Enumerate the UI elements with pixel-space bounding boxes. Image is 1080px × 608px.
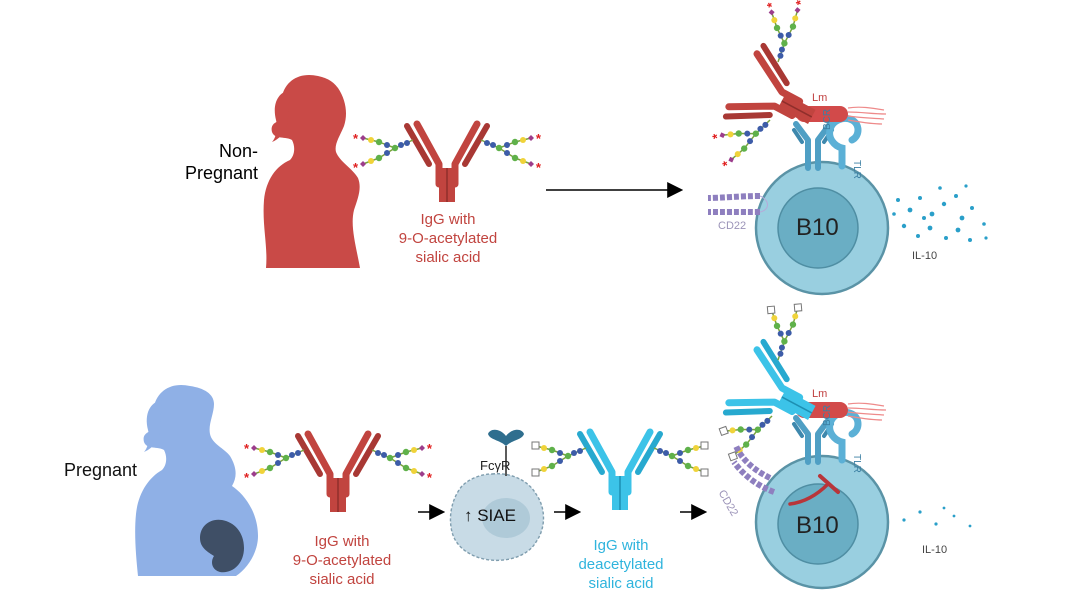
lm-label-bottom: Lm	[812, 388, 828, 400]
inhibition-arrow	[788, 474, 840, 506]
b10-label-top: B10	[796, 214, 839, 241]
macrophage-nucleus	[482, 498, 530, 538]
tlr-receptor-bottom	[826, 408, 862, 464]
glycan-left-deacetylated	[531, 441, 587, 477]
glycan-right-bottom	[371, 440, 433, 486]
tlr-label-top: TLR	[851, 160, 862, 179]
cd22-receptor-top	[707, 193, 768, 215]
igg-label-top-line1: IgG with	[420, 211, 476, 228]
igg-label-top: IgG with 9-O-acetylated sialic acid	[388, 210, 508, 267]
bcr-label-bottom: BCR	[822, 404, 833, 426]
glycan-left-top	[352, 130, 414, 176]
glycan-left-bottom	[243, 440, 305, 486]
fcr-label: FcγR	[480, 458, 511, 473]
igg-deacetylated-label-line3: sialic acid	[588, 575, 654, 592]
igg-deacetylated-label-line1: IgG with	[593, 537, 649, 554]
tlr-label-bottom: TLR	[851, 454, 862, 473]
siae-label: ↑ SIAE	[464, 506, 516, 525]
nonpregnant-silhouette	[263, 74, 360, 268]
igg-acetylated-bottom	[298, 434, 378, 512]
b10-nucleus-top	[777, 187, 859, 269]
il10-cloud-bottom	[902, 506, 972, 528]
pregnant-ponytail	[144, 400, 162, 452]
glycan-right-top	[480, 130, 542, 176]
igg-deacetylated-label: IgG with deacetylated sialic acid	[562, 536, 680, 593]
igg-deacetylated	[580, 432, 660, 510]
bcr-label-top: BCR	[822, 108, 833, 130]
igg-acetylated-top	[407, 124, 487, 202]
igg-deacetylated-label-line2: deacetylated	[578, 556, 664, 573]
il10-cloud-top	[892, 184, 988, 242]
glycan-right-deacetylated	[653, 441, 709, 477]
nonpregnant-label-line2: Pregnant	[184, 163, 258, 183]
fcr-receptor	[488, 429, 524, 476]
glycan-bound-lower-top	[709, 110, 783, 175]
nonpregnant-label: Non- Pregnant	[178, 140, 258, 184]
pregnant-label: Pregnant	[64, 460, 138, 480]
tlr-receptor-top	[826, 114, 862, 170]
cd22-receptor-bottom	[731, 444, 776, 495]
b10-label-bottom: B10	[796, 512, 839, 539]
nonpregnant-label-line1: Non-	[218, 141, 258, 161]
il10-label-bottom: IL-10	[922, 544, 948, 556]
cd22-label-top: CD22	[718, 220, 747, 232]
igg-label-bottom: IgG with 9-O-acetylated sialic acid	[282, 532, 402, 589]
igg-label-bottom-line1: IgG with	[314, 533, 370, 550]
fetus	[200, 519, 244, 573]
lm-label-top: Lm	[812, 92, 828, 104]
igg-label-bottom-line2: 9-O-acetylated	[292, 552, 392, 569]
nonpregnant-ponytail	[272, 90, 290, 142]
il10-label-top: IL-10	[912, 250, 938, 262]
igg-label-top-line2: 9-O-acetylated	[398, 230, 498, 247]
glycan-bound-lower-bottom	[718, 409, 783, 462]
igg-label-top-line3: sialic acid	[415, 249, 481, 266]
igg-label-bottom-line3: sialic acid	[309, 571, 375, 588]
